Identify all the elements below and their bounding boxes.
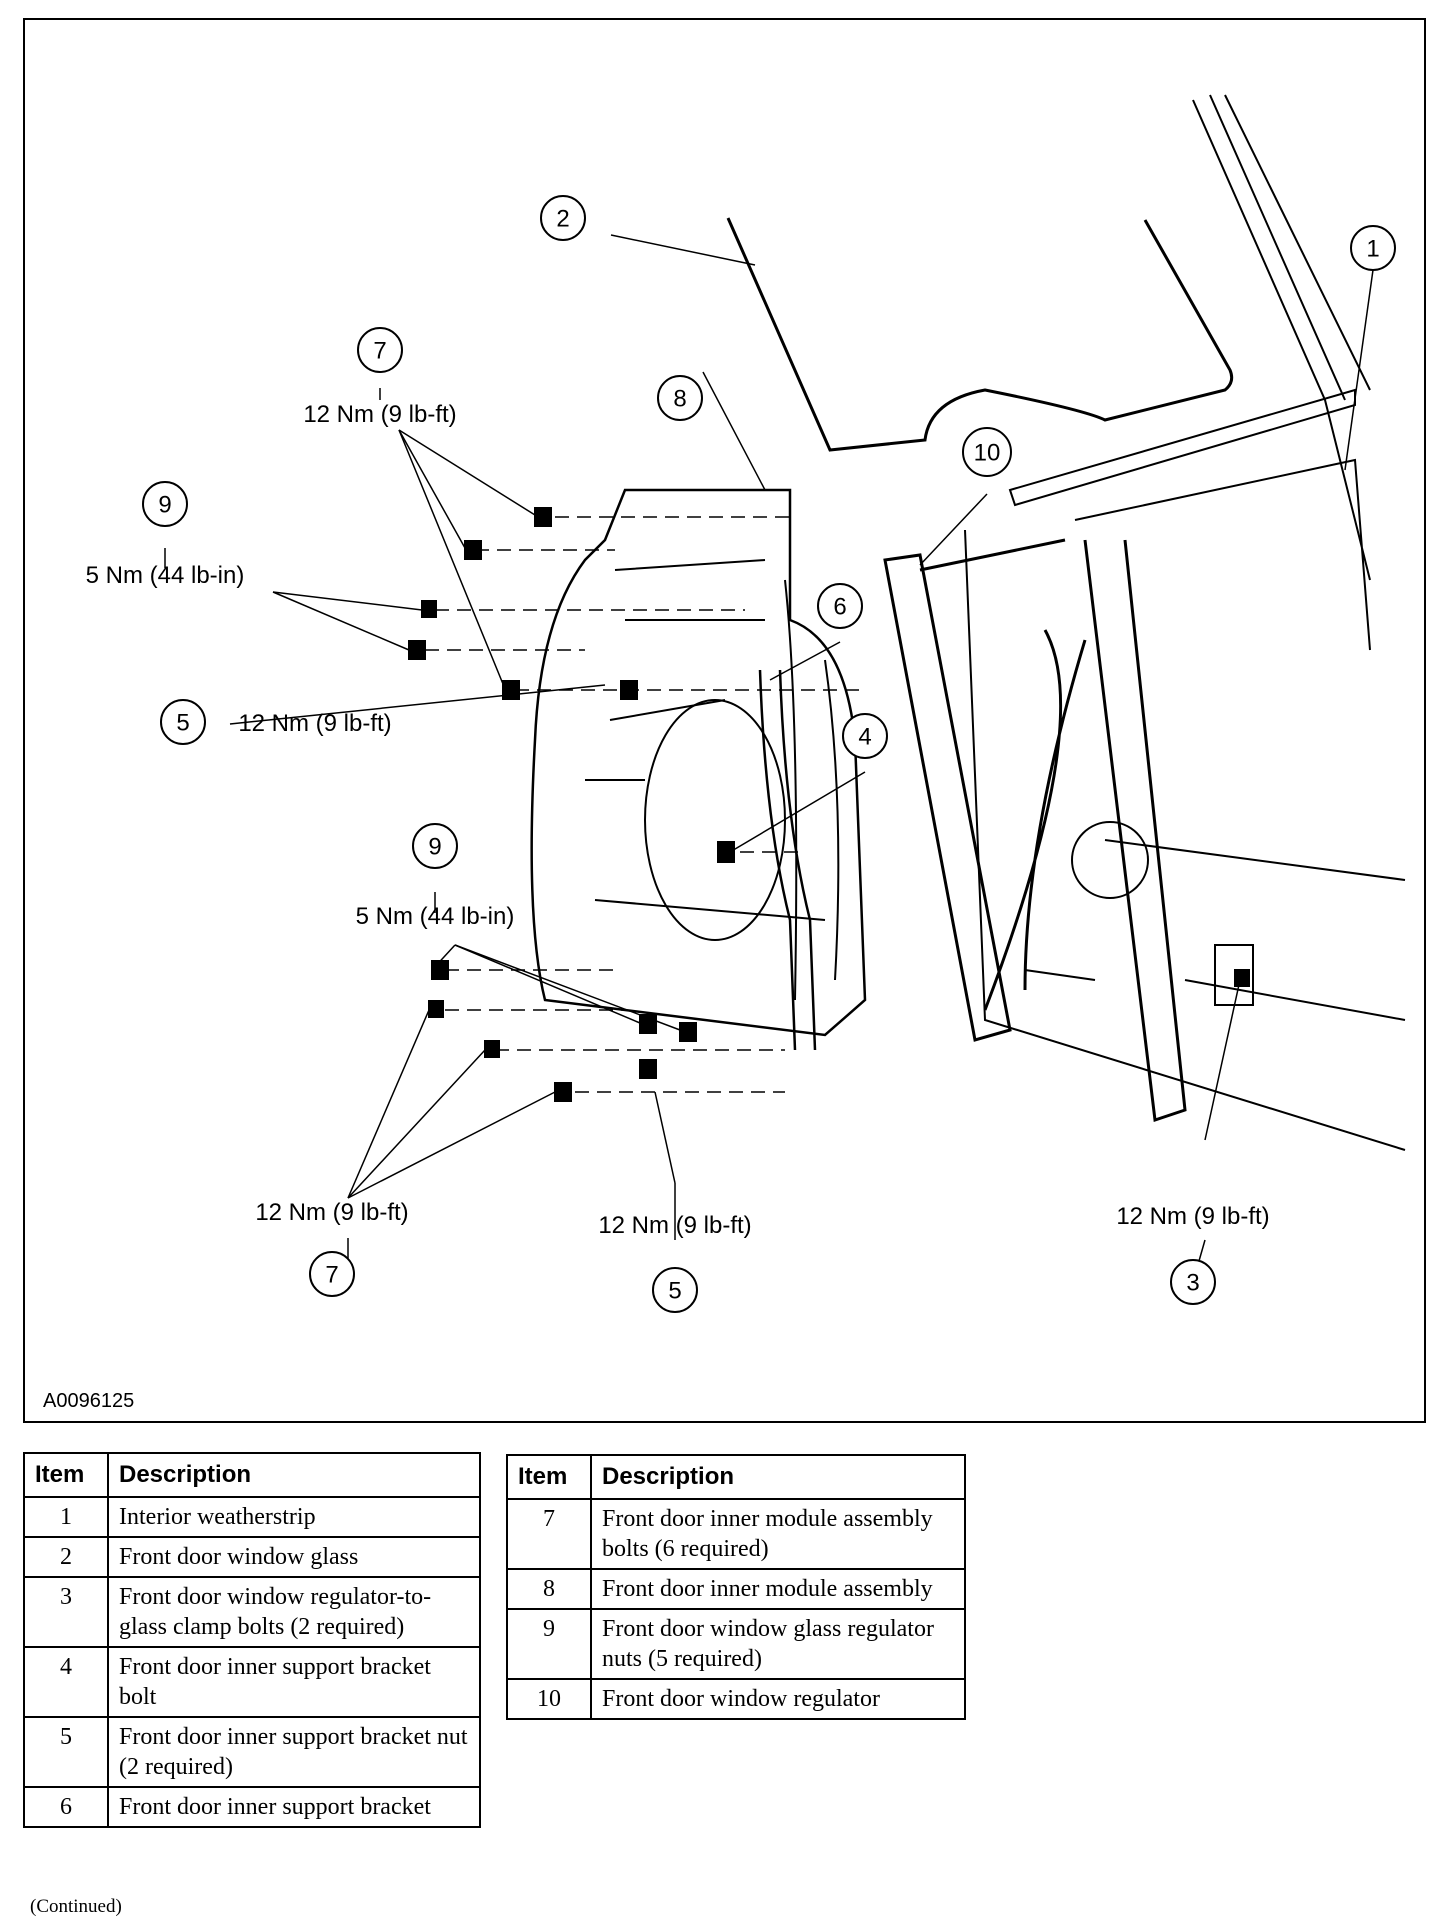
callout-1: 1 [1366,236,1379,263]
window-glass-outline [726,217,1234,452]
legend-item-description: Front door inner support bracket [107,1786,481,1828]
figure-reference-code: A0096125 [43,1390,135,1412]
legend-item-number: 8 [506,1568,592,1610]
torque-label-5-bottom: 12 Nm (9 lb-ft) [598,1212,751,1239]
legend-item-number: 5 [23,1716,109,1788]
legend-item-description: Front door window regulator [590,1678,966,1720]
callout-8: 8 [673,386,686,413]
callout-5-mid: 5 [176,710,189,737]
fastener-alignment-lines [425,516,865,1093]
callout-7-bottom: 7 [325,1262,338,1289]
window-regulator-outline [883,538,1187,1123]
legend-item-description: Front door inner module assembly bolts (… [590,1498,966,1570]
legend-item-number: 4 [23,1646,109,1718]
door-module-diagram: 1 2 3 4 5 5 6 7 7 8 9 9 10 12 Nm (9 lb-f… [86,94,1406,1313]
legend-item-description: Front door inner support bracket nut (2 … [107,1716,481,1788]
callout-4: 4 [858,724,871,751]
legend-item-description: Front door inner module assembly [590,1568,966,1610]
legend-item-number: 9 [506,1608,592,1680]
door-frame-outline [964,94,1406,1151]
legend-item-number: 1 [23,1496,109,1538]
legend-item-number: 10 [506,1678,592,1720]
torque-label-7-bottom: 12 Nm (9 lb-ft) [255,1199,408,1226]
legend-item-description: Front door window glass regulator nuts (… [590,1608,966,1680]
torque-label-7-top: 12 Nm (9 lb-ft) [303,401,456,428]
legend-item-description: Front door window glass [107,1536,481,1578]
legend-item-number: 3 [23,1576,109,1648]
module-inner-detail [585,559,840,1001]
legend-header-item: Item [506,1454,592,1500]
legend-header-description: Description [107,1452,481,1498]
torque-label-3: 12 Nm (9 lb-ft) [1116,1203,1269,1230]
callout-6: 6 [833,594,846,621]
exploded-view-figure: 1 2 3 4 5 5 6 7 7 8 9 9 10 12 Nm (9 lb-f… [23,18,1426,1423]
regulator-motor [1071,821,1149,899]
legend-item-description: Front door inner support bracket bolt [107,1646,481,1718]
legend-item-number: 6 [23,1786,109,1828]
callout-2: 2 [556,206,569,233]
callout-7-top: 7 [373,338,386,365]
callout-9-mid: 9 [428,834,441,861]
continued-note: (Continued) [30,1896,122,1917]
callout-5-bottom: 5 [668,1278,681,1305]
inner-module-outline [530,488,867,1037]
legend-header-description: Description [590,1454,966,1500]
callout-9-top: 9 [158,492,171,519]
torque-label-9-top: 5 Nm (44 lb-in) [86,562,245,589]
legend-item-description: Front door window regulator-to-glass cla… [107,1576,481,1648]
leader-lines [164,234,1374,1283]
legend-item-number: 7 [506,1498,592,1570]
torque-label-5-mid: 12 Nm (9 lb-ft) [238,710,391,737]
support-bracket-outline [758,669,817,1051]
legend-item-number: 2 [23,1536,109,1578]
legend-item-description: Interior weatherstrip [107,1496,481,1538]
callout-10: 10 [974,440,1001,467]
torque-label-9-mid: 5 Nm (44 lb-in) [356,903,515,930]
callout-3: 3 [1186,1270,1199,1297]
legend-header-item: Item [23,1452,109,1498]
callout-circles [142,195,1396,1313]
